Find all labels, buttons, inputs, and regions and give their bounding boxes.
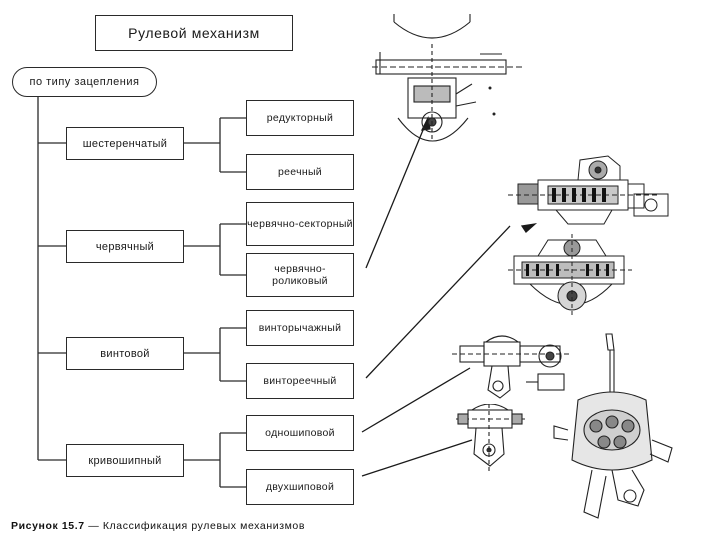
- pointer-worm-roller: [365, 117, 429, 269]
- worm-sector-drawing: [508, 155, 669, 225]
- double-pin-crank-drawing: [553, 333, 673, 519]
- arrowhead-screw-rack: [520, 223, 538, 233]
- subtype-rack: реечный: [246, 154, 354, 190]
- root-node: по типу зацепления: [12, 67, 157, 97]
- category-screw: винтовой: [66, 337, 184, 370]
- caption-lead: Рисунок 15.7: [11, 520, 85, 532]
- subtype-screw-rack: винтореечный: [246, 363, 354, 399]
- caption-text: — Классификация рулевых механизмов: [84, 520, 306, 532]
- figure-caption: Рисунок 15.7 — Классификация рулевых мех…: [11, 520, 305, 532]
- worm-roller-drawing: [508, 234, 632, 318]
- screw-lever-drawing: [452, 335, 570, 399]
- subtype-double-pin: двухшиповой: [246, 469, 354, 505]
- category-worm: червячный: [66, 230, 184, 263]
- subtype-worm-roller: червячно-роликовый: [246, 253, 354, 297]
- bracket-gear: [184, 117, 246, 173]
- category-crank: кривошипный: [66, 444, 184, 477]
- category-gear: шестеренчатый: [66, 127, 184, 160]
- pointer-single-pin: [361, 367, 471, 433]
- pointer-screw-rack: [365, 225, 511, 379]
- bracket-worm: [184, 223, 246, 276]
- subtype-screw-lever: винторычажный: [246, 310, 354, 346]
- pointer-double-pin: [361, 439, 473, 477]
- gear-mechanism-drawing: [372, 14, 522, 142]
- subtype-reducer: редукторный: [246, 100, 354, 136]
- bracket-crank: [184, 432, 246, 488]
- diagram-title: Рулевой механизм: [95, 15, 293, 51]
- subtype-worm-sector: червячно-секторный: [246, 202, 354, 246]
- subtype-single-pin: одношиповой: [246, 415, 354, 451]
- bracket-screw: [184, 327, 246, 382]
- single-pin-crank-drawing: [456, 404, 526, 472]
